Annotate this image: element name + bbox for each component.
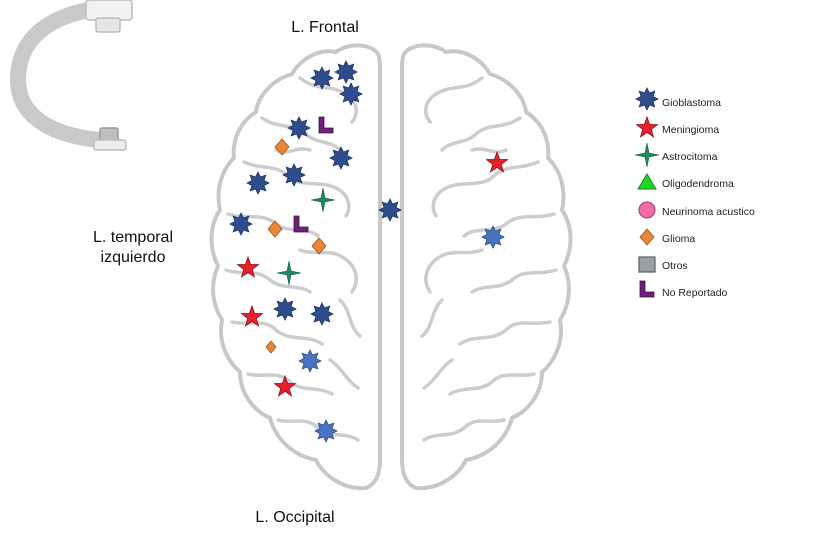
otros-square-icon	[638, 256, 656, 273]
marker-gioblastoma	[314, 419, 338, 443]
legend-label-meningioma: Meningioma	[662, 124, 719, 136]
legend-item-meningioma: Meningioma	[636, 116, 719, 138]
marker-gioblastoma	[246, 171, 270, 195]
astrocitoma-sparkle-icon	[634, 142, 660, 168]
marker-gioblastoma	[282, 163, 306, 187]
marker-gioblastoma	[334, 60, 358, 84]
legend-label-neurinoma: Neurinoma acustico	[662, 206, 755, 218]
legend-label-otros: Otros	[662, 260, 688, 272]
legend: Gioblastoma Meningioma Astrocitoma Oligo…	[634, 87, 755, 299]
marker-gioblastoma	[481, 225, 505, 249]
marker-gioblastoma	[273, 297, 297, 321]
legend-item-no-reportado: No Reportado	[639, 280, 728, 299]
legend-item-otros: Otros	[638, 256, 688, 273]
legend-label-oligodendroma: Oligodendroma	[662, 178, 734, 190]
brain-folds	[224, 76, 558, 442]
glioma-diamond-icon	[639, 228, 655, 246]
marker-gioblastoma	[310, 66, 334, 90]
occipital-lobe-label: L. Occipital	[255, 509, 334, 526]
marker-gioblastoma	[298, 349, 322, 373]
marker-gioblastoma	[310, 302, 334, 326]
legend-label-gioblastoma: Gioblastoma	[662, 97, 721, 109]
no-reportado-lshape-icon	[639, 280, 655, 298]
marker-gioblastoma	[329, 146, 353, 170]
brain-outline	[209, 43, 573, 491]
legend-item-astrocitoma: Astrocitoma	[634, 142, 718, 168]
gioblastoma-burst-icon	[635, 87, 659, 111]
marker-gioblastoma	[287, 116, 311, 140]
marker-gioblastoma	[378, 198, 402, 222]
legend-item-oligodendroma: Oligodendroma	[637, 173, 734, 190]
oligodendroma-triangle-icon	[637, 173, 657, 190]
marker-gioblastoma	[339, 82, 363, 106]
legend-label-glioma: Glioma	[662, 233, 695, 245]
legend-label-no-reportado: No Reportado	[662, 287, 728, 299]
neurinoma-circle-icon	[638, 201, 656, 219]
meningioma-star-icon	[636, 116, 658, 138]
legend-item-glioma: Glioma	[639, 228, 695, 246]
temporal-lobe-label-line2: izquierdo	[101, 249, 166, 266]
marker-gioblastoma	[229, 212, 253, 236]
legend-item-gioblastoma: Gioblastoma	[635, 87, 721, 111]
temporal-lobe-label-line1: L. temporal	[93, 229, 173, 246]
frontal-lobe-label: L. Frontal	[291, 19, 359, 36]
legend-item-neurinoma: Neurinoma acustico	[638, 201, 755, 219]
right-hemisphere	[400, 43, 573, 491]
c-arm-device-icon	[9, 0, 133, 151]
legend-label-astrocitoma: Astrocitoma	[662, 151, 718, 163]
